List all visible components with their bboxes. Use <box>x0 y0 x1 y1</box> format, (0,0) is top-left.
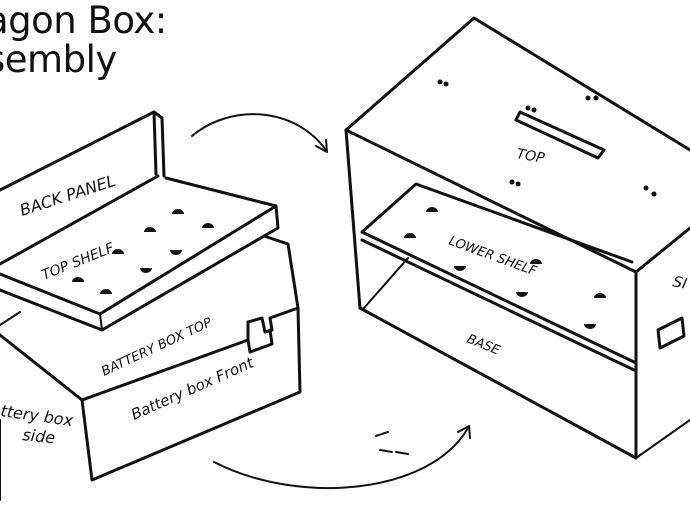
title-line-1: agon Box: <box>0 0 167 42</box>
battery-box <box>0 234 302 501</box>
battery-box-top-label: BATTERY BOX TOP <box>99 315 214 379</box>
top-label: TOP <box>515 146 546 167</box>
arrow-top <box>191 113 328 153</box>
side-label: SI <box>671 272 689 293</box>
back-panel <box>0 110 166 266</box>
arrow-bottom <box>213 425 471 490</box>
battery-box-front-label: Battery box Front <box>128 353 257 424</box>
battery-box-side-label-2: side <box>22 425 57 447</box>
title-line-2: sembly <box>0 38 117 81</box>
top-shelf <box>0 176 280 332</box>
top-face-holes <box>437 79 657 197</box>
lower-shelf-holes <box>404 207 606 329</box>
top-shelf-holes <box>72 209 214 294</box>
lower-shelf-label: LOWER SHELF <box>447 234 539 280</box>
back-panel-label: BACK PANEL <box>17 171 117 220</box>
assembled-box <box>344 16 690 460</box>
base-label: BASE <box>465 332 503 359</box>
